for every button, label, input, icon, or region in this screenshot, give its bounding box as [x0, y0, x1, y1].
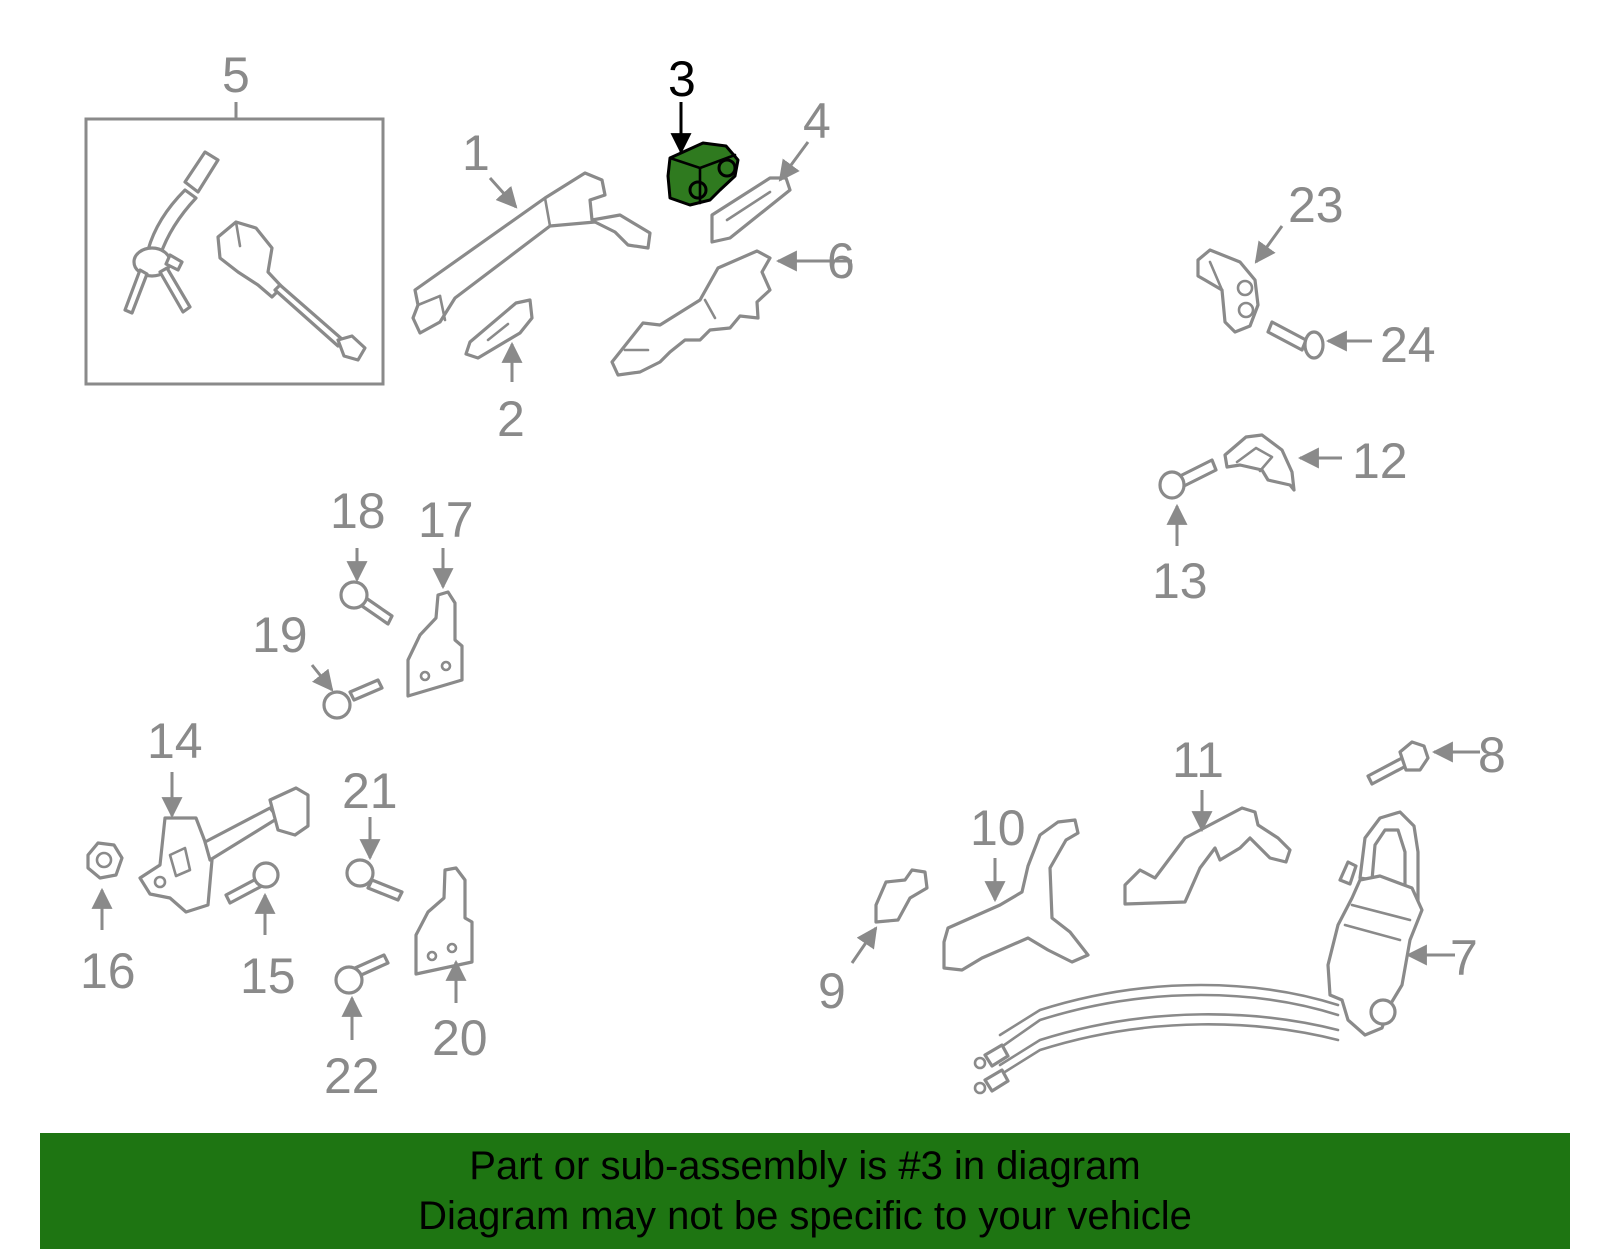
callout-13[interactable]: 13 — [1152, 553, 1208, 609]
part-16-nut[interactable] — [86, 841, 124, 880]
callout-5[interactable]: 5 — [222, 47, 250, 103]
callout-16[interactable]: 16 — [80, 943, 136, 999]
banner-line-1: Part or sub-assembly is #3 in diagram — [469, 1144, 1141, 1188]
part-24-screw[interactable] — [1266, 320, 1325, 360]
callout-8[interactable]: 8 — [1478, 727, 1506, 783]
callout-11[interactable]: 11 — [1172, 732, 1224, 788]
callout-2[interactable]: 2 — [497, 391, 525, 447]
part-13-screw[interactable] — [1158, 458, 1218, 500]
part-1-outer-handle[interactable] — [411, 171, 652, 335]
info-banner: Part or sub-assembly is #3 in diagram Di… — [40, 1133, 1570, 1249]
callout-20[interactable]: 20 — [432, 1010, 488, 1066]
callout-14[interactable]: 14 — [147, 713, 203, 769]
part-12-striker[interactable] — [1223, 433, 1296, 492]
part-22-bolt[interactable] — [334, 953, 390, 995]
callout-10[interactable]: 10 — [970, 800, 1026, 856]
part-18-bolt[interactable] — [339, 580, 394, 626]
callout-15[interactable]: 15 — [240, 948, 296, 1004]
part-5-lock-set[interactable] — [84, 102, 385, 386]
callout-17[interactable]: 17 — [418, 492, 474, 548]
part-23-switch[interactable] — [1196, 248, 1260, 334]
callout-3[interactable]: 3 — [668, 51, 696, 107]
part-9-clip[interactable] — [874, 868, 929, 924]
part-2-handle-pad[interactable] — [464, 298, 534, 360]
part-7-latch-assembly[interactable] — [973, 810, 1424, 1095]
part-19-bolt[interactable] — [322, 678, 384, 720]
callout-24[interactable]: 24 — [1380, 317, 1436, 373]
part-14-door-check[interactable] — [138, 786, 310, 914]
callout-1[interactable]: 1 — [462, 125, 490, 181]
callout-21[interactable]: 21 — [342, 763, 398, 819]
part-17-hinge[interactable] — [406, 590, 464, 698]
callout-22[interactable]: 22 — [324, 1048, 380, 1104]
callout-9[interactable]: 9 — [818, 963, 846, 1019]
banner-line-2: Diagram may not be specific to your vehi… — [418, 1194, 1192, 1238]
part-4-gasket[interactable] — [710, 176, 792, 244]
part-6-bracket[interactable] — [610, 249, 772, 377]
callout-23[interactable]: 23 — [1288, 177, 1344, 233]
part-10-lever[interactable] — [942, 818, 1090, 972]
part-8-bolt[interactable] — [1366, 740, 1430, 786]
part-15-bolt[interactable] — [224, 861, 280, 905]
part-11-bracket[interactable] — [1123, 806, 1292, 906]
callout-12[interactable]: 12 — [1352, 433, 1408, 489]
callout-18[interactable]: 18 — [330, 483, 386, 539]
callout-6[interactable]: 6 — [827, 233, 855, 289]
callout-4[interactable]: 4 — [803, 93, 831, 149]
part-21-bolt[interactable] — [345, 858, 404, 902]
callout-19[interactable]: 19 — [252, 607, 308, 663]
part-20-hinge[interactable] — [414, 866, 474, 976]
part-3-highlighted[interactable] — [666, 141, 740, 207]
callout-7[interactable]: 7 — [1450, 930, 1478, 986]
